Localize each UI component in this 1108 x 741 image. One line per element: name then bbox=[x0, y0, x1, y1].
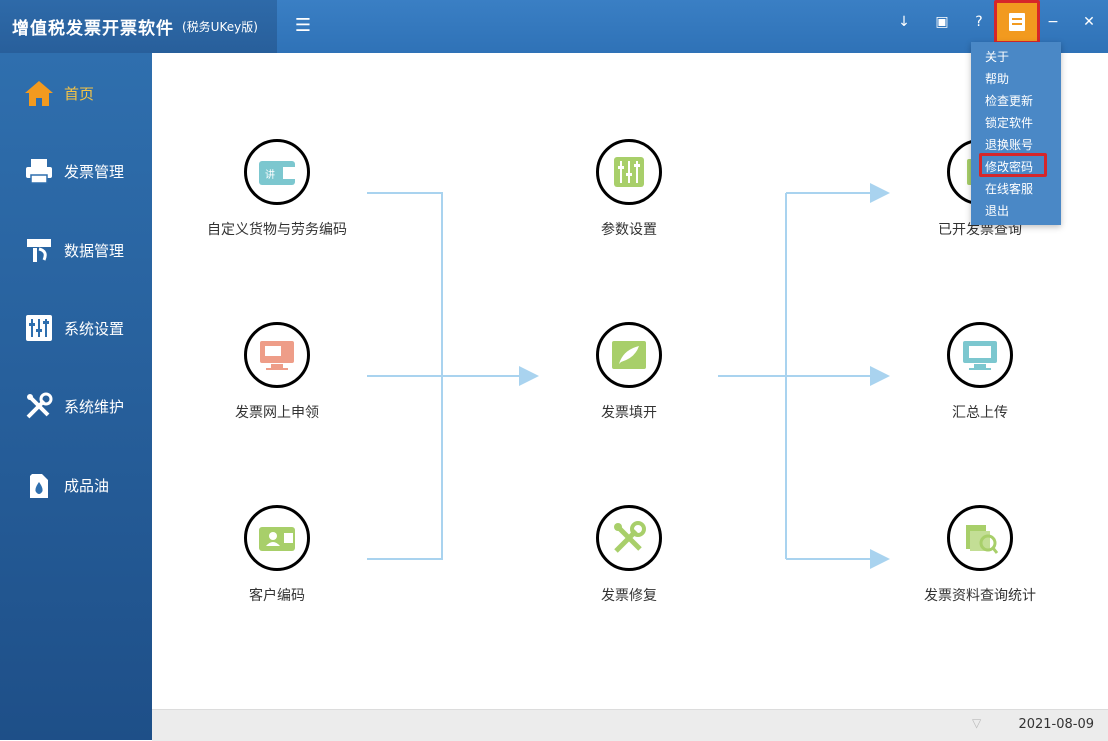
flow-connectors bbox=[367, 183, 890, 569]
menu-item-change-password[interactable]: 修改密码 bbox=[985, 160, 1034, 174]
upload-icon bbox=[947, 322, 1013, 388]
svg-text:讲: 讲 bbox=[265, 168, 275, 181]
node-label: 客户编码 bbox=[249, 588, 305, 604]
app-title: 增值税发票开票软件 bbox=[12, 19, 174, 39]
minimize-button[interactable]: − bbox=[1047, 14, 1059, 30]
node-invoice-repair[interactable]: 发票修复 bbox=[544, 505, 714, 605]
sidebar-item-system-settings[interactable]: 系统设置 bbox=[0, 298, 152, 358]
node-label: 发票修复 bbox=[601, 588, 657, 604]
printer-icon bbox=[24, 156, 54, 186]
menu-item-exit[interactable]: 退出 bbox=[985, 204, 1010, 218]
download-button[interactable]: ↓ bbox=[898, 14, 910, 30]
node-label: 发票资料查询统计 bbox=[924, 588, 1036, 604]
menu-item-check-update[interactable]: 检查更新 bbox=[985, 94, 1034, 108]
main-menu-dropdown: 关于 帮助 检查更新 锁定软件 退换账号 修改密码 在线客服 退出 bbox=[971, 42, 1061, 225]
sidebar-item-label: 发票管理 bbox=[64, 162, 125, 181]
node-label: 已开发票查询 bbox=[938, 222, 1022, 238]
status-date: 2021-08-09 bbox=[1018, 717, 1094, 732]
menu-item-switch-account[interactable]: 退换账号 bbox=[985, 138, 1034, 152]
main-menu-button[interactable] bbox=[994, 0, 1040, 44]
change-password-highlight bbox=[979, 153, 1047, 177]
goods-code-icon: 讲 bbox=[244, 139, 310, 205]
oil-drop-icon bbox=[24, 470, 54, 500]
stats-icon bbox=[947, 505, 1013, 571]
online-apply-icon bbox=[244, 322, 310, 388]
status-bar: ▽ 2021-08-09 bbox=[152, 709, 1108, 741]
close-button[interactable]: ✕ bbox=[1083, 14, 1095, 30]
sidebar-item-data-management[interactable]: 数据管理 bbox=[0, 220, 152, 280]
tools-icon bbox=[24, 391, 54, 421]
title-bar: 增值税发票开票软件 (税务UKey版) ☰ ↓ ▣ ? − ✕ bbox=[0, 0, 1108, 53]
app-title-area: 增值税发票开票软件 (税务UKey版) bbox=[0, 0, 277, 53]
menu-item-help[interactable]: 帮助 bbox=[985, 72, 1010, 86]
node-summary-upload[interactable]: 汇总上传 bbox=[895, 322, 1065, 422]
sidebar-item-label: 首页 bbox=[64, 84, 95, 103]
sidebar-item-home[interactable]: 首页 bbox=[0, 63, 152, 123]
menu-item-lock-software[interactable]: 锁定软件 bbox=[985, 116, 1034, 130]
node-customer-codes[interactable]: 客户编码 bbox=[192, 505, 362, 605]
node-custom-goods-codes[interactable]: 讲 自定义货物与劳务编码 bbox=[192, 139, 362, 239]
node-invoice-statistics[interactable]: 发票资料查询统计 bbox=[895, 505, 1065, 605]
document-icon bbox=[1009, 13, 1025, 31]
data-icon bbox=[24, 235, 54, 265]
sidebar-item-label: 数据管理 bbox=[64, 241, 125, 260]
sidebar-item-refined-oil[interactable]: 成品油 bbox=[0, 455, 152, 515]
collapse-arrow-icon[interactable]: ▽ bbox=[972, 716, 982, 730]
sidebar-item-system-maintenance[interactable]: 系统维护 bbox=[0, 376, 152, 436]
node-label: 汇总上传 bbox=[952, 405, 1008, 421]
node-label: 参数设置 bbox=[601, 222, 657, 238]
main-content: 讲 自定义货物与劳务编码 发票网上申领 客户编码 参数设置 发票填开 发票修复 bbox=[152, 53, 1108, 709]
feather-icon bbox=[596, 322, 662, 388]
menu-toggle-button[interactable]: ☰ bbox=[294, 15, 312, 36]
home-icon bbox=[24, 78, 54, 108]
sidebar-item-invoice-management[interactable]: 发票管理 bbox=[0, 141, 152, 201]
sidebar: 首页 发票管理 数据管理 系统设置 系统维护 成品油 bbox=[0, 53, 152, 740]
sidebar-item-label: 系统维护 bbox=[64, 397, 125, 416]
settings-sliders-icon bbox=[24, 313, 54, 343]
node-invoice-issue[interactable]: 发票填开 bbox=[544, 322, 714, 422]
sidebar-item-label: 成品油 bbox=[64, 476, 110, 495]
repair-tools-icon bbox=[596, 505, 662, 571]
help-button[interactable]: ? bbox=[975, 14, 983, 30]
params-icon bbox=[596, 139, 662, 205]
sidebar-item-label: 系统设置 bbox=[64, 319, 125, 338]
node-online-apply[interactable]: 发票网上申领 bbox=[192, 322, 362, 422]
node-label: 自定义货物与劳务编码 bbox=[207, 222, 347, 238]
menu-item-online-service[interactable]: 在线客服 bbox=[985, 182, 1034, 196]
restore-button[interactable]: ▣ bbox=[935, 14, 949, 30]
node-parameter-settings[interactable]: 参数设置 bbox=[544, 139, 714, 239]
app-subtitle: (税务UKey版) bbox=[182, 20, 258, 34]
node-label: 发票网上申领 bbox=[235, 405, 319, 421]
node-label: 发票填开 bbox=[601, 405, 657, 421]
menu-item-about[interactable]: 关于 bbox=[985, 50, 1010, 64]
customer-code-icon bbox=[244, 505, 310, 571]
